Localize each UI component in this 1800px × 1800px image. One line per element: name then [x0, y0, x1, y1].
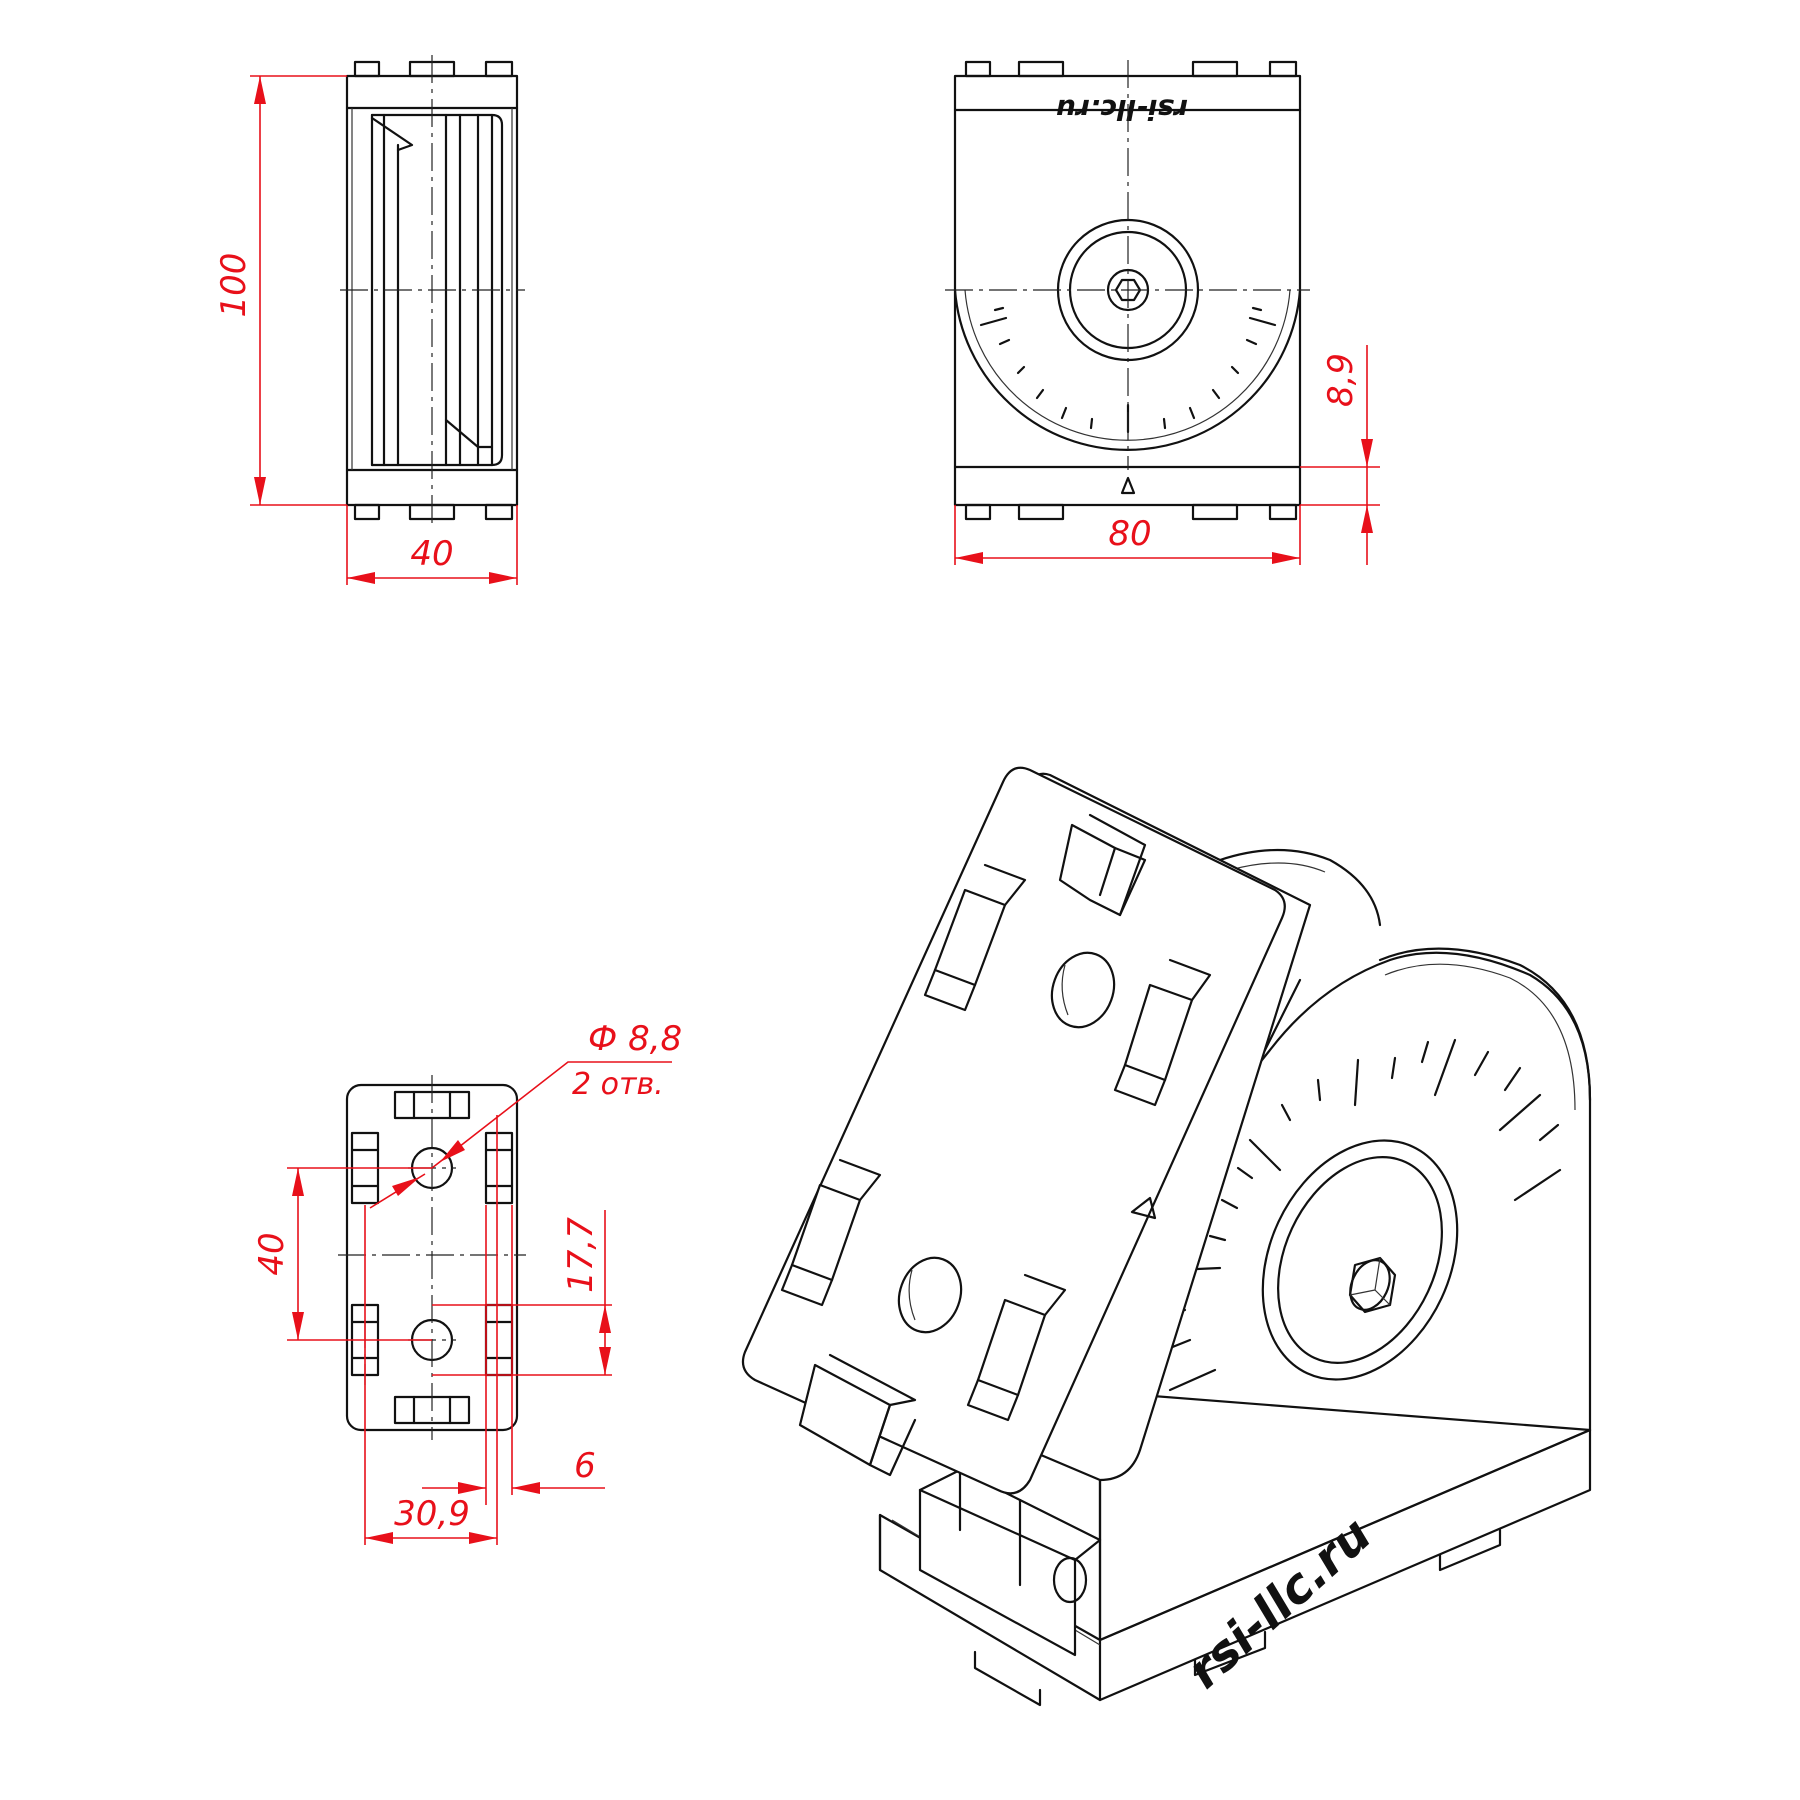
isometric-view: rsi-llc.ru [741, 766, 1592, 1707]
top-view-logo: rsi-llc.ru [1056, 93, 1188, 126]
side-width-label: 40 [410, 534, 453, 574]
tnut-right-top [1113, 958, 1212, 1107]
slot-width-label: 6 [574, 1446, 596, 1486]
hole-diameter-label: Ф 8,8 [588, 1019, 682, 1059]
tnut-bottom [798, 1353, 917, 1477]
hole-count-label: 2 отв. [572, 1067, 664, 1102]
tnut-top [1058, 813, 1147, 917]
hole-offset-label: 17,7 [561, 1217, 601, 1293]
front-width-label: 80 [1108, 514, 1151, 554]
side-height-label: 100 [214, 253, 254, 318]
hole-spacing-label: 40 [252, 1232, 292, 1275]
front-view: rsi-llc.ru 80 8,9 [945, 60, 1380, 565]
bottom-width-label: 30,9 [394, 1494, 470, 1534]
front-base-offset-label: 8,9 [1321, 353, 1361, 407]
side-view: 100 40 [214, 55, 525, 585]
tnut-left-top [923, 863, 1027, 1012]
bottom-view: Ф 8,8 2 отв. 40 17,7 6 30,9 [252, 1019, 682, 1545]
tnut-left-bottom [780, 1158, 882, 1307]
tnut-right-bottom [966, 1273, 1067, 1422]
